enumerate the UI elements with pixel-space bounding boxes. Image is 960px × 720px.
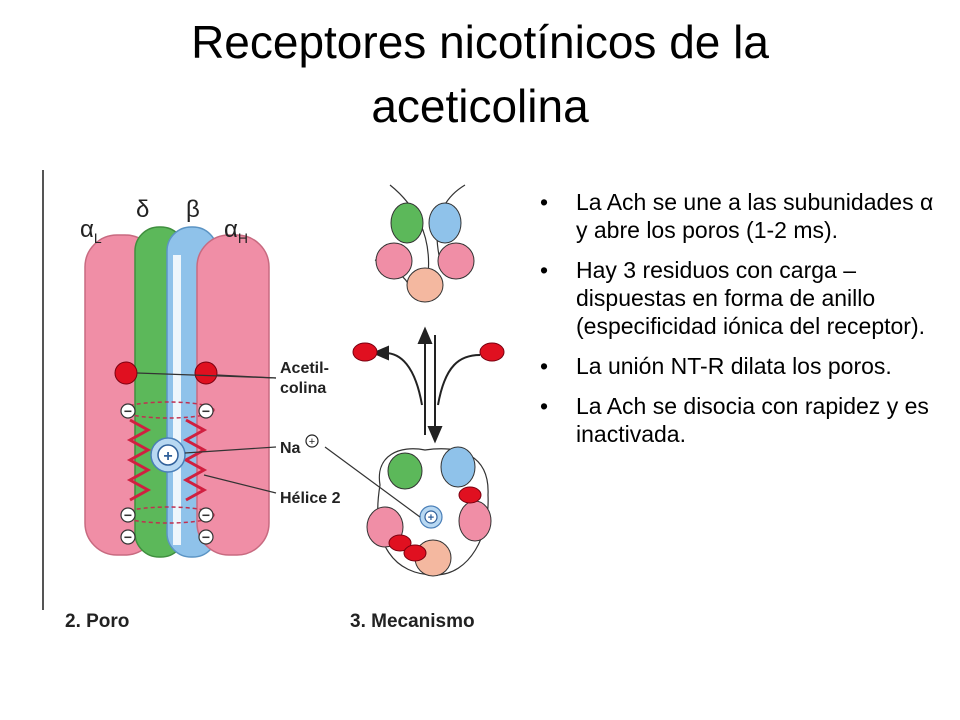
pore-panel: αL δ β αH − − − − − − — [65, 196, 341, 632]
minus-sign: − — [124, 507, 132, 523]
open-ring-outline — [377, 448, 489, 576]
pore-channel — [173, 255, 181, 545]
minus-charge — [198, 507, 214, 523]
helix-right — [182, 418, 208, 502]
sodium-ion-sign: + — [428, 512, 434, 524]
label-beta: β — [186, 196, 200, 223]
subunit-peach — [406, 267, 444, 303]
label-alpha-l: αL — [80, 216, 102, 246]
bullet-text: La Ach se une a las subunidades α y abre… — [576, 189, 934, 243]
minus-sign: − — [124, 403, 132, 419]
ach-molecule-right — [479, 342, 505, 362]
bullet-item: • La unión NT-R dilata los poros. — [540, 352, 940, 380]
label-acetilcolina-line1: Acetil- — [280, 360, 329, 377]
na-charge-circle — [305, 434, 319, 448]
charge-ring-bottom — [121, 506, 215, 524]
minus-sign: − — [202, 529, 210, 545]
title-line-2: aceticolina — [371, 80, 589, 132]
label-delta: δ — [136, 196, 149, 223]
arrowhead-down — [427, 426, 443, 444]
subunit-blue — [440, 446, 476, 488]
ach-site-left — [114, 361, 138, 385]
bullet-text: La Ach se disocia con rapidez y es inact… — [576, 393, 929, 447]
minus-sign: − — [124, 529, 132, 545]
minus-charge — [120, 403, 136, 419]
negative-charge-signs: − − − − − − — [124, 403, 210, 545]
subunit-green — [387, 452, 423, 490]
arrowhead-left — [371, 345, 389, 361]
subunit-pink — [458, 500, 492, 542]
arrowhead-up — [417, 326, 433, 344]
bullet-dot: • — [540, 257, 549, 283]
slide-title: Receptores nicotínicos de la aceticolina — [0, 10, 960, 138]
na-charge-sign: + — [309, 436, 315, 448]
bullet-item: • La Ach se une a las subunidades α y abr… — [540, 188, 940, 244]
label-na: Na — [280, 440, 301, 457]
minus-sign: − — [202, 403, 210, 419]
subunit-pink — [375, 242, 413, 280]
minus-sign: − — [202, 507, 210, 523]
ach-molecule-left — [352, 342, 378, 362]
ach-bound — [458, 486, 482, 504]
subunit-alpha-h — [196, 234, 270, 556]
negative-charges — [120, 403, 214, 545]
subunit-blue — [428, 202, 462, 244]
sodium-ion — [424, 510, 438, 524]
minus-charge — [198, 403, 214, 419]
bullet-dot: • — [540, 353, 549, 379]
label-helice: Hélice 2 — [280, 490, 341, 507]
bullet-item: • Hay 3 residuos con carga – dispuestas e… — [540, 256, 940, 340]
leader-acetilcolina-right — [216, 374, 277, 379]
leader-helice — [203, 474, 277, 494]
bullet-item: • La Ach se disocia con rapidez y es inac… — [540, 392, 940, 448]
title-line-1: Receptores nicotínicos de la — [191, 16, 769, 68]
bullet-text: La unión NT-R dilata los poros. — [576, 353, 892, 379]
minus-charge — [120, 507, 136, 523]
bullet-dot: • — [540, 393, 549, 419]
label-acetilcolina-line2: colina — [280, 380, 326, 397]
sodium-ion — [157, 444, 179, 466]
sodium-ion-sign: + — [163, 448, 172, 465]
caption-poro: 2. Poro — [65, 611, 129, 632]
minus-charge — [198, 529, 214, 545]
arrow-curve-right — [437, 354, 481, 406]
bullet-dot: • — [540, 189, 549, 215]
ach-bound — [403, 544, 427, 562]
mechanism-panel: + 3. Mecanismo — [324, 184, 505, 632]
bullet-text: Hay 3 residuos con carga – dispuestas en… — [576, 257, 926, 339]
arrow-curve-left — [384, 352, 423, 406]
helix-left — [126, 418, 152, 502]
minus-charge — [120, 529, 136, 545]
ach-site-right — [194, 361, 218, 385]
charge-ring-top — [121, 401, 215, 419]
subunit-pink — [437, 242, 475, 280]
caption-mecanismo: 3. Mecanismo — [350, 611, 475, 632]
bullet-list: • La Ach se une a las subunidades α y abr… — [540, 188, 940, 460]
receptor-figure: αL δ β αH − − − − − − — [42, 170, 505, 632]
closed-receptor — [374, 184, 475, 303]
label-alpha-h: αH — [224, 216, 248, 246]
open-receptor: + — [366, 446, 492, 577]
binding-arrows — [371, 326, 481, 444]
leader-na-mechanism — [324, 446, 421, 518]
ach-bound — [388, 534, 412, 552]
leader-na — [184, 446, 277, 454]
subunit-green — [390, 202, 424, 244]
